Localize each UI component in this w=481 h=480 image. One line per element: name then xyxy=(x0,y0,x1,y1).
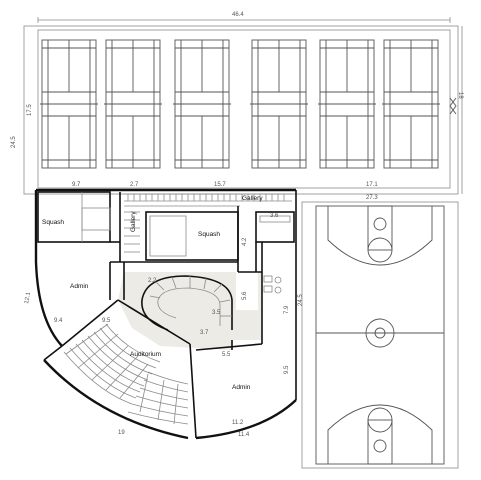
dim-bottom-1: 19 xyxy=(118,430,125,436)
room-label-admin-right: Admin xyxy=(232,384,251,391)
dim-core-1: 5.5 xyxy=(222,352,231,358)
building-walls xyxy=(34,188,297,440)
dim-seg-2: 2.7 xyxy=(130,182,139,188)
room-label-squash-right: Squash xyxy=(198,231,220,238)
dim-core-2: 3.6 xyxy=(270,213,279,219)
basketball-court xyxy=(301,201,459,469)
room-label-gallery-right: Gallery xyxy=(242,195,263,202)
dim-bottom-2: 11.4 xyxy=(238,432,250,438)
dim-core-6: 4.2 xyxy=(242,237,248,246)
room-label-admin-left: Admin xyxy=(70,283,89,290)
hall-door xyxy=(449,97,457,115)
auditorium-seating xyxy=(63,323,189,425)
dim-right-mid: 7.9 xyxy=(284,305,290,314)
dim-core-8: 24.5 xyxy=(298,294,304,306)
dim-seg-3: 15.7 xyxy=(214,182,226,188)
room-label-gallery-left: Gallery xyxy=(130,211,137,232)
washroom-fixtures xyxy=(259,215,291,294)
gallery-seats xyxy=(124,194,285,253)
dim-core-4: 3.7 xyxy=(200,330,209,336)
central-lobby xyxy=(118,272,262,350)
badminton-courts xyxy=(40,39,440,169)
court-3 xyxy=(173,39,231,169)
dim-bottom-3: 11.2 xyxy=(232,420,244,426)
dim-arc-inner-2: 9.5 xyxy=(102,318,111,324)
dim-arc-inner-1: 9.4 xyxy=(54,318,63,324)
dim-right-small: 18 xyxy=(457,92,463,99)
dim-seg-4: 17.1 xyxy=(366,182,378,188)
court-2 xyxy=(104,39,162,169)
room-label-squash-left: Squash xyxy=(42,219,64,226)
dim-left-total: 24.5 xyxy=(11,136,17,148)
dim-left-inner: 17.5 xyxy=(27,104,33,116)
dim-core-5: 5.6 xyxy=(242,291,248,300)
dim-core-3: 3.5 xyxy=(212,310,221,316)
dim-top-width: 46.4 xyxy=(232,12,244,18)
dim-arc-outer: 12.1 xyxy=(24,291,32,304)
dim-seg-5: 27.3 xyxy=(366,195,378,201)
court-1 xyxy=(40,39,98,169)
dim-seg-1: 9.7 xyxy=(72,182,81,188)
dim-right-low: 9.5 xyxy=(284,365,290,374)
court-4 xyxy=(250,39,308,169)
court-6 xyxy=(382,39,440,169)
court-5 xyxy=(318,39,376,169)
room-label-auditorium: Auditorium xyxy=(130,351,161,358)
spiral-staircase xyxy=(141,275,233,331)
dim-core-7: 2.2 xyxy=(148,278,157,284)
